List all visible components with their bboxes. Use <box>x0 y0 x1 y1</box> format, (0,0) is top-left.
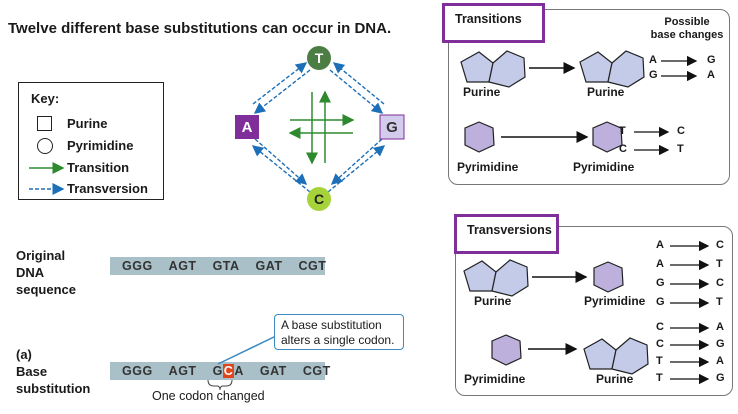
substitution-label-line3: substitution <box>16 381 91 396</box>
purine-icon <box>607 50 645 88</box>
change-from: C <box>656 338 664 350</box>
change-from: A <box>649 54 657 66</box>
pyrimidine-to-label: Pyrimidine <box>573 160 635 174</box>
substitution-diamond: T A G C <box>235 46 405 211</box>
transversions-diagram <box>463 240 710 385</box>
change-to: G <box>707 54 716 66</box>
change-from: C <box>619 143 627 155</box>
change-from: G <box>656 277 665 289</box>
codon-changed-note: One codon changed <box>152 389 265 403</box>
original-label-line1: Original <box>16 248 66 263</box>
change-from: A <box>656 258 664 270</box>
key-arrows-icon <box>29 162 65 195</box>
change-to: A <box>707 69 715 81</box>
purine-to-label: Purine <box>596 372 634 386</box>
base-a-node <box>235 115 259 139</box>
base-t-node <box>307 46 331 70</box>
change-to: T <box>677 143 684 155</box>
codon: CGT <box>302 364 331 378</box>
legend-key: Key: Purine Pyrimidine Transition Transv… <box>18 82 164 200</box>
purine-icon <box>583 338 617 370</box>
original-sequence-bar: GGG AGT GTA GAT CGT <box>110 257 327 275</box>
original-label: Original DNA sequence <box>16 247 76 298</box>
codon: GAT <box>259 364 287 378</box>
change-to: A <box>716 321 724 333</box>
possible-line2: base changes <box>650 29 724 41</box>
pyrimidine-icon <box>464 121 495 153</box>
codon: GGG <box>122 259 153 273</box>
callout-box: A base substitution alters a single codo… <box>274 314 404 350</box>
change-to: C <box>716 277 724 289</box>
possible-line1: Possible <box>664 16 710 28</box>
key-purine-label: Purine <box>67 116 108 131</box>
original-label-line2: DNA <box>16 265 45 280</box>
transitions-diagram <box>460 50 698 156</box>
change-to: G <box>716 372 725 384</box>
codon: AGT <box>168 259 197 273</box>
codon-base: G <box>212 364 223 378</box>
substitution-label: (a) Base substitution <box>16 346 90 397</box>
pyrimidine-from-label: Pyrimidine <box>464 372 526 386</box>
possible-changes-heading: Possible base changes <box>645 16 729 42</box>
change-from: C <box>656 321 664 333</box>
purine-icon <box>460 51 494 83</box>
change-to: G <box>716 338 725 350</box>
pyrimidine-icon <box>592 121 623 153</box>
substitution-label-line2: Base <box>16 364 48 379</box>
callout-pointer <box>207 335 277 390</box>
codon: GAT <box>255 259 283 273</box>
change-from: G <box>649 69 658 81</box>
base-g-node <box>379 114 405 140</box>
change-from: G <box>656 296 665 308</box>
transversions-panel: Purine Pyrimidine Pyrimidine Purine A C … <box>455 226 733 396</box>
pyrimidine-icon <box>491 334 522 366</box>
transitions-heading: Transitions <box>442 3 545 43</box>
codon: GTA <box>212 259 240 273</box>
base-c-node <box>307 187 331 211</box>
purine-from-label: Purine <box>474 294 512 308</box>
purine-icon <box>463 260 497 292</box>
change-to: A <box>716 355 724 367</box>
codon-base: A <box>234 364 244 378</box>
substitution-label-line1: (a) <box>16 347 32 362</box>
base-t-label: T <box>315 50 324 66</box>
purine-to-label: Purine <box>587 85 625 99</box>
key-heading: Key: <box>31 91 60 106</box>
purine-icon <box>611 337 649 375</box>
change-from: T <box>656 372 663 384</box>
pyrimidine-to-label: Pyrimidine <box>584 294 646 308</box>
change-from: A <box>656 239 664 251</box>
purine-icon <box>579 51 613 83</box>
key-transition-label: Transition <box>67 160 130 175</box>
callout-line1: A base substitution <box>281 318 382 332</box>
purine-square-icon <box>37 116 52 131</box>
change-from: T <box>619 125 626 137</box>
codon: CGT <box>298 259 327 273</box>
purine-icon <box>488 50 526 88</box>
purine-icon <box>491 259 529 297</box>
base-g-label: G <box>386 119 398 136</box>
key-pyrimidine-label: Pyrimidine <box>67 138 134 153</box>
callout-line2: alters a single codon. <box>281 333 395 347</box>
pyrimidine-icon <box>593 261 624 293</box>
original-label-line3: sequence <box>16 282 76 297</box>
base-a-label: A <box>242 119 253 136</box>
substituted-base: C <box>222 364 235 378</box>
change-to: C <box>716 239 724 251</box>
change-to: C <box>677 125 685 137</box>
figure-title: Twelve different base substitutions can … <box>8 20 392 37</box>
change-to: T <box>716 258 723 270</box>
key-transversion-label: Transversion <box>67 181 148 196</box>
pyrimidine-circle-icon <box>37 138 53 154</box>
purine-from-label: Purine <box>463 85 501 99</box>
codon: AGT <box>168 364 197 378</box>
change-to: T <box>716 296 723 308</box>
codon: GGG <box>122 364 153 378</box>
transversions-heading: Transversions <box>454 214 559 254</box>
base-c-label: C <box>314 191 324 207</box>
pyrimidine-from-label: Pyrimidine <box>457 160 519 174</box>
change-from: T <box>656 355 663 367</box>
